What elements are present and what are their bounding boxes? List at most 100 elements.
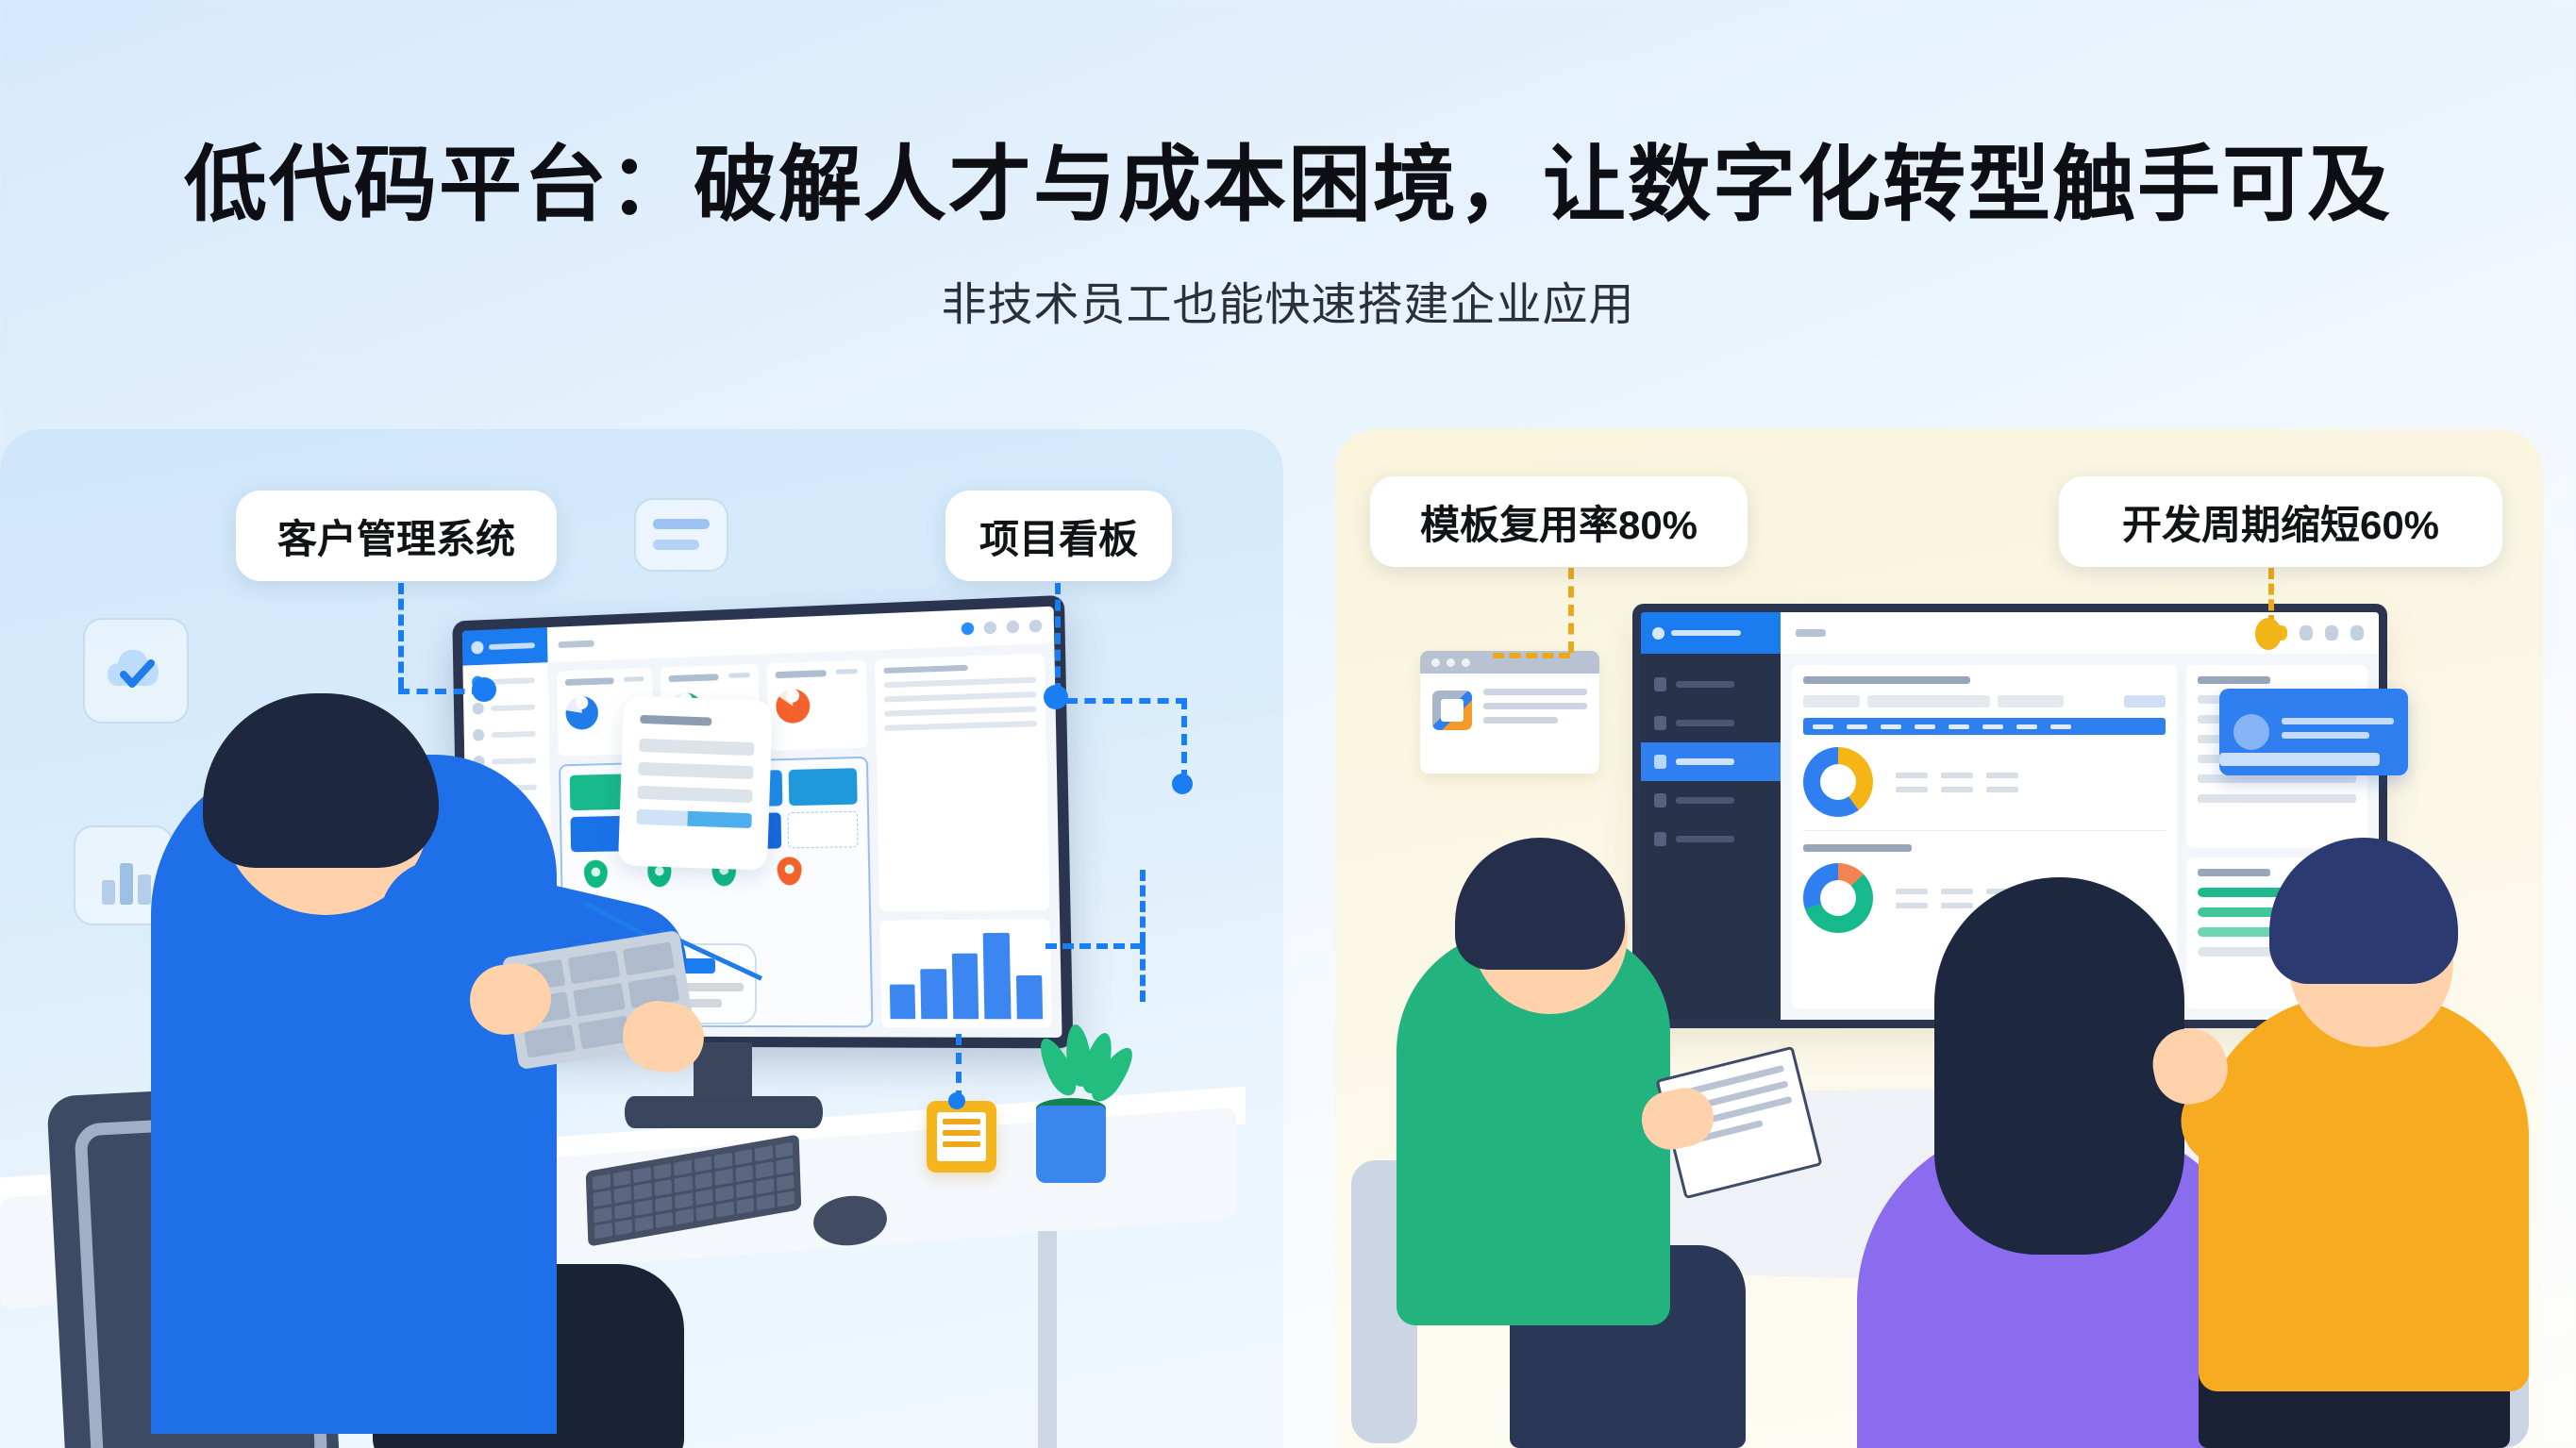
connector-dot <box>948 1092 965 1109</box>
screen-topbar-icons <box>962 619 1043 635</box>
screen-breadcrumb <box>559 640 594 647</box>
page-title: 低代码平台：破解人才与成本困境，让数字化转型触手可及 <box>0 140 2576 231</box>
wall-sidebar-item-1 <box>1641 665 1781 704</box>
wall-topbar <box>1781 612 2379 654</box>
help-icon <box>2300 625 2313 641</box>
nav-label-placeholder <box>491 704 535 710</box>
wall-breadcrumb <box>1796 629 1826 637</box>
filter-chip <box>1998 695 2064 707</box>
browser-text-lines <box>1483 689 1587 731</box>
card-subtitle-placeholder <box>1803 844 1912 852</box>
page-subtitle: 非技术员工也能快速搭建企业应用 <box>0 267 2576 333</box>
donut-chart-blue <box>565 696 598 730</box>
window-dot <box>1431 658 1440 667</box>
page-header: 低代码平台：破解人才与成本困境，让数字化转型触手可及 非技术员工也能快速搭建企业… <box>0 0 2576 333</box>
callout-template-reuse-label: 模板复用率80% <box>1420 493 1698 551</box>
nav-label-placeholder <box>1676 681 1734 688</box>
nav-label-placeholder <box>1676 720 1734 726</box>
sidebar-item-3 <box>473 727 549 741</box>
activity-list-card <box>875 654 1049 912</box>
connector-kanban-vertical <box>1055 583 1061 694</box>
card-title-placeholder <box>640 715 711 726</box>
metric-number-grid <box>1896 773 2018 792</box>
stat-card <box>766 660 868 751</box>
doc-icon <box>1654 677 1666 691</box>
wall-nav-list <box>1641 654 1781 858</box>
connector-kanban-horizontal <box>1066 698 1187 704</box>
app-name-placeholder <box>1671 630 1741 636</box>
doc-icon <box>1654 832 1666 846</box>
window-dot <box>1447 658 1455 667</box>
person-purple-hair <box>1934 877 2184 1255</box>
nav-label-placeholder <box>492 757 536 764</box>
avatar <box>2233 714 2269 750</box>
wall-sidebar-item-3-active <box>1641 742 1781 781</box>
connector-reuse-horizontal <box>1493 653 1570 658</box>
avatar <box>1029 619 1043 632</box>
map-pin-icon <box>584 860 608 889</box>
connector-dot-amber <box>2255 618 2282 650</box>
connector-card-horizontal <box>1045 943 1142 949</box>
nav-dot-icon <box>473 729 484 741</box>
sidebar-item-2 <box>472 700 548 714</box>
card-title-placeholder <box>2198 869 2270 876</box>
map-pin-icon <box>777 857 802 885</box>
check-cloud-icon <box>83 618 189 724</box>
connector-dot <box>472 677 496 702</box>
gear-icon <box>1006 620 1019 633</box>
app-name-placeholder <box>489 642 535 650</box>
nav-label-placeholder <box>492 730 536 737</box>
floating-report-card <box>618 695 773 870</box>
template-browser-card <box>1420 651 1599 774</box>
filter-chip <box>1803 695 1860 707</box>
card-line <box>638 762 753 779</box>
card-line <box>639 739 754 756</box>
doc-icon <box>1654 716 1666 730</box>
bar <box>1015 975 1043 1020</box>
nav-label-placeholder <box>1676 797 1734 804</box>
connector-reuse-vertical <box>1568 568 1574 653</box>
doc-icon <box>1654 755 1666 769</box>
bar <box>983 933 1011 1020</box>
callout-kanban[interactable]: 项目看板 <box>945 491 1172 581</box>
bell-icon <box>962 622 975 635</box>
bar-chart-card <box>879 919 1051 1028</box>
donut-chart-teal <box>1803 863 1873 933</box>
app-logo-icon <box>1652 627 1664 640</box>
avatar <box>2350 625 2364 641</box>
connector-crm-horizontal <box>398 689 483 694</box>
donut-chart-blue-yellow <box>1803 747 1873 817</box>
connector-crm-vertical <box>398 583 404 689</box>
connector-minicard-vertical <box>1140 943 1146 1002</box>
donut-summary-row <box>1803 747 2166 817</box>
card-title-placeholder <box>1803 676 1970 684</box>
screen-side-column <box>875 654 1052 1028</box>
screen-brand-bar <box>462 627 548 666</box>
desk-leg <box>1038 1231 1057 1448</box>
filter-row <box>1803 695 2166 707</box>
window-dot <box>1462 658 1470 667</box>
plant-pot-icon <box>1036 1106 1106 1183</box>
wall-sidebar <box>1641 612 1781 1020</box>
bar <box>952 954 979 1019</box>
progress-bar <box>636 809 751 828</box>
nav-dot-icon <box>472 703 483 715</box>
form-lines-icon <box>634 498 728 572</box>
help-icon <box>983 621 996 634</box>
callout-template-reuse[interactable]: 模板复用率80% <box>1370 476 1748 567</box>
person-orange-body <box>2199 995 2529 1391</box>
connector-card-vertical <box>1140 870 1146 943</box>
connector-dot <box>1044 685 1068 709</box>
filter-chip <box>1867 695 1990 707</box>
wall-brand-bar <box>1641 612 1781 654</box>
donut-chart-orange <box>776 689 811 724</box>
profile-footer-line <box>2219 753 2380 766</box>
nav-label-placeholder <box>1676 836 1734 842</box>
browser-content <box>1420 674 1599 746</box>
callout-crm[interactable]: 客户管理系统 <box>236 491 557 581</box>
callout-crm-label: 客户管理系统 <box>277 508 515 565</box>
nav-label-placeholder <box>1676 758 1734 765</box>
callout-dev-cycle[interactable]: 开发周期缩短60% <box>2059 476 2502 567</box>
callout-dev-cycle-label: 开发周期缩短60% <box>2122 493 2439 551</box>
card-title-placeholder <box>2198 676 2270 684</box>
